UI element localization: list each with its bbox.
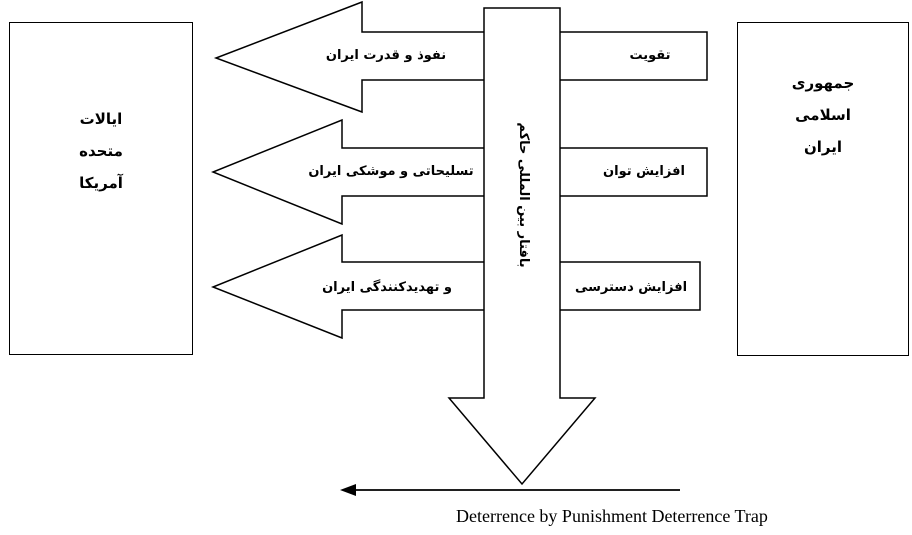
left-box-line-1: ایالات (79, 110, 123, 128)
right-box-iran: جمهوری اسلامی ایران (737, 22, 909, 356)
left-box-line-2: متحده (79, 142, 123, 160)
bottom-arrow-head (340, 484, 356, 496)
vertical-arrow-label: بافتار بین المللی حاکم (516, 122, 531, 268)
row-2-right-label: افزایش توان (603, 164, 685, 179)
row-3-left-label: و تهدیدکنندگی ایران (322, 280, 452, 295)
left-arrow-2 (210, 118, 708, 226)
row-1-right-label: تقویت (629, 48, 671, 63)
row-3-right-label: افزایش دسترسی (574, 280, 688, 295)
right-box-line-1: جمهوری (791, 74, 855, 92)
left-arrow-3 (210, 233, 701, 340)
vertical-arrow (447, 7, 597, 486)
left-box-usa: ایالات متحده آمریکا (9, 22, 193, 355)
left-arrow-1 (213, 0, 708, 114)
caption: Deterrence by Punishment Deterrence Trap (456, 506, 768, 526)
right-box-line-2: اسلامی (795, 106, 851, 124)
left-box-line-3: آمریکا (79, 174, 123, 192)
right-box-line-3: ایران (803, 138, 843, 156)
row-2-left-label: تسلیحاتی و موشکی ایران (308, 164, 474, 179)
row-1-left-label: نفوذ و قدرت ایران (325, 48, 447, 63)
